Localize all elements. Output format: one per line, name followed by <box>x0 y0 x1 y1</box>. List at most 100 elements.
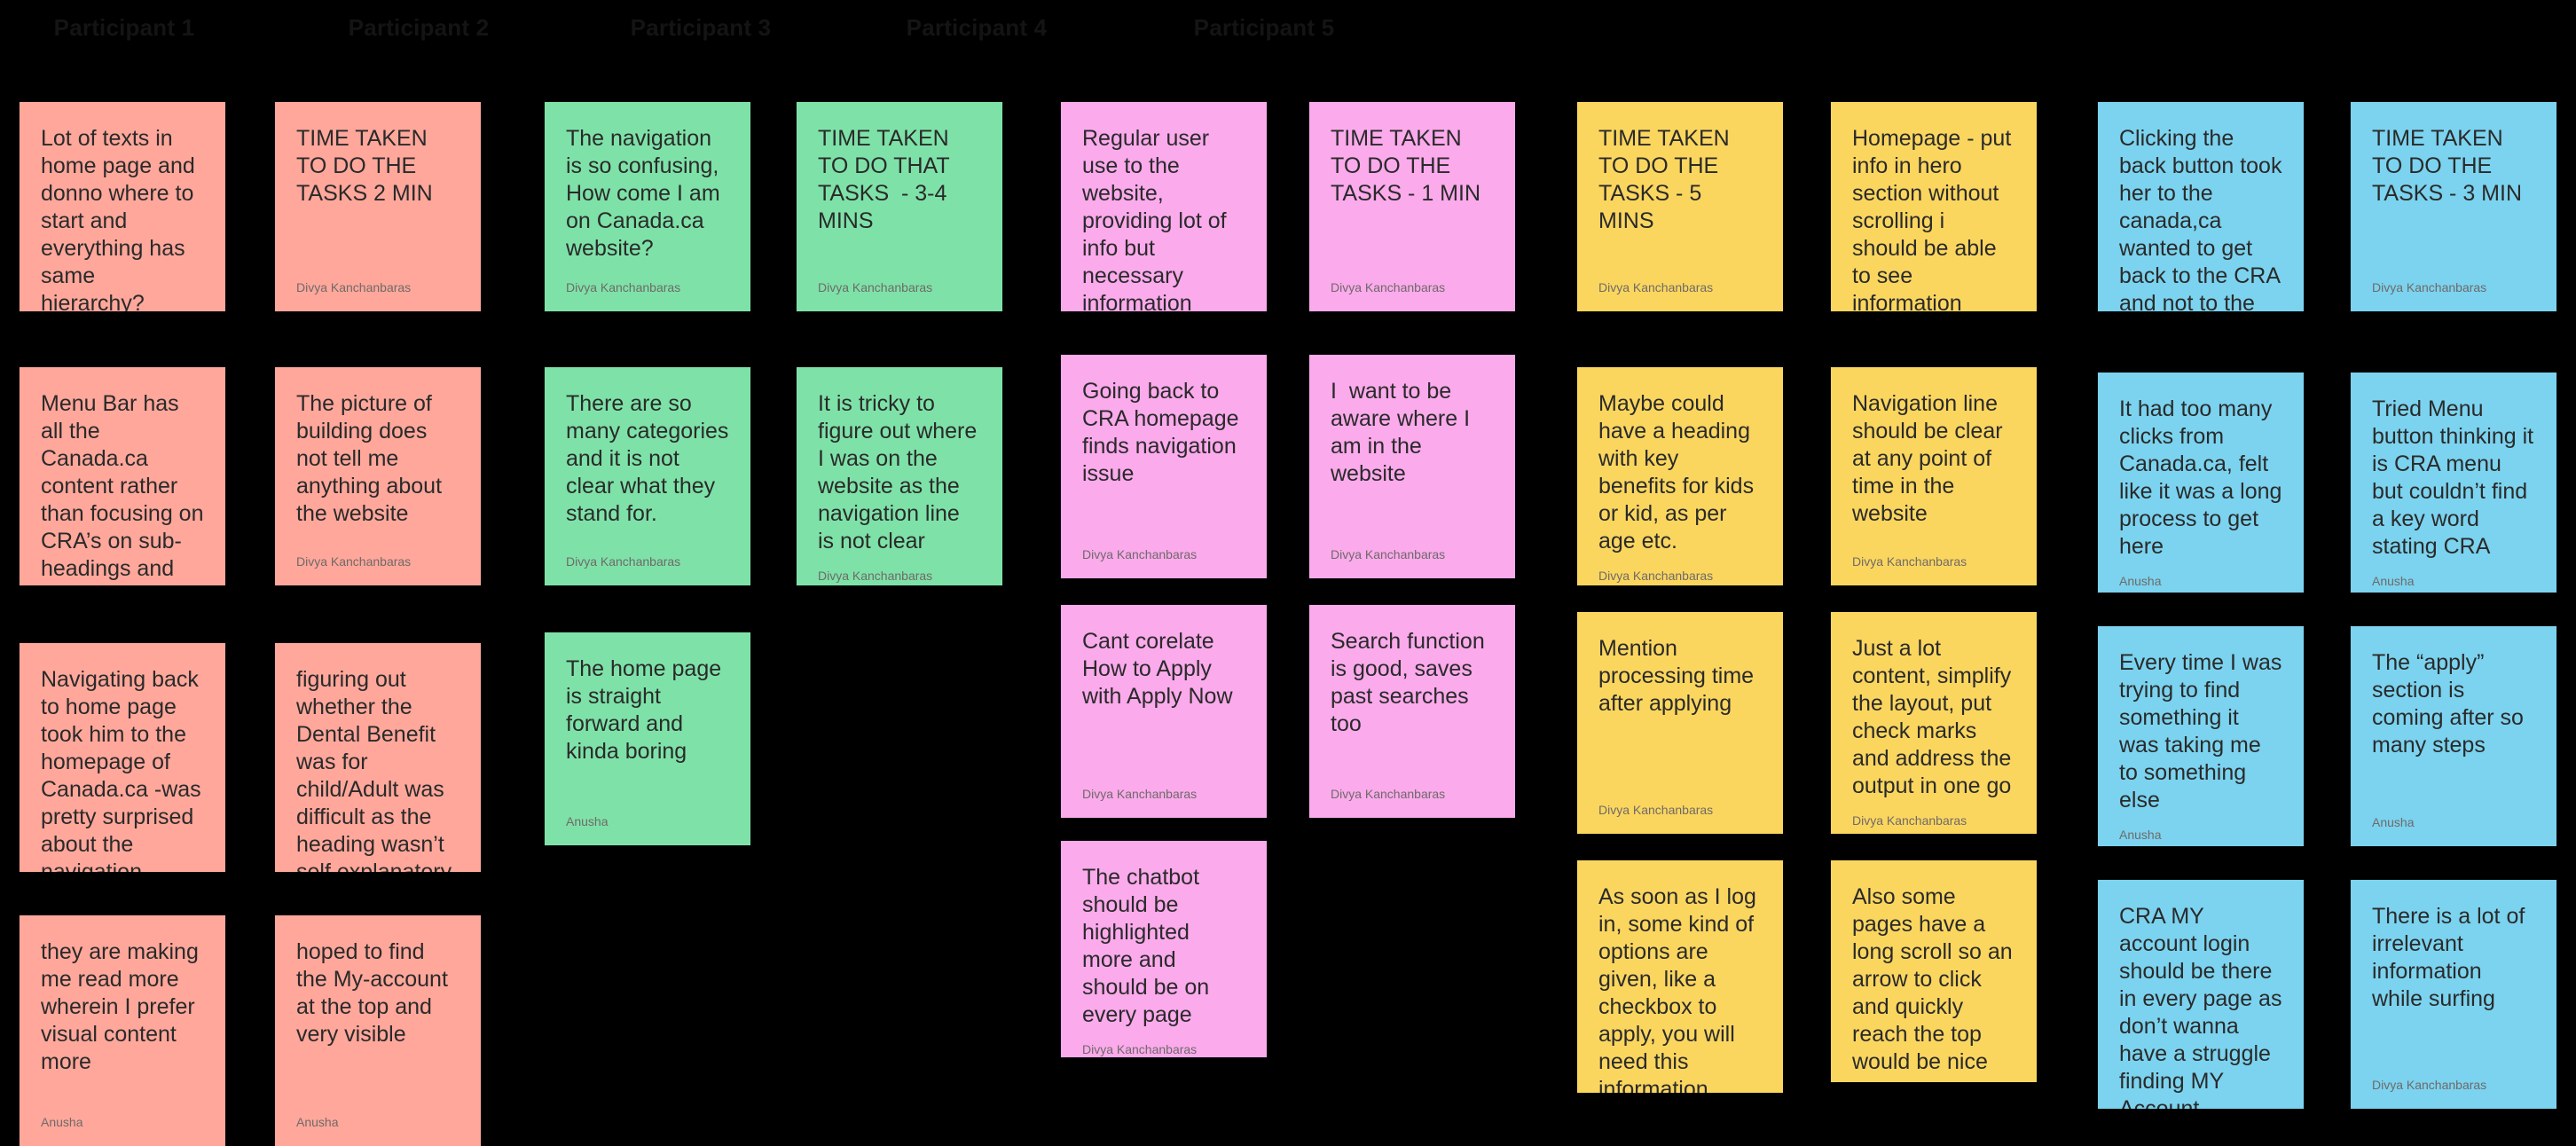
sticky-note[interactable]: TIME TAKEN TO DO THE TASKS - 1 MIN Divya … <box>1309 102 1515 311</box>
sticky-note-text: Also some pages have a long scroll so an… <box>1852 884 2019 1074</box>
sticky-note[interactable]: Menu Bar has all the Canada.ca content r… <box>20 367 225 585</box>
sticky-note-author: Divya Kanchanbaras <box>566 554 681 569</box>
column-header-4: Participant 4 <box>906 14 1048 41</box>
sticky-note-author: Anusha <box>2372 574 2415 588</box>
sticky-note[interactable]: As soon as I log in, some kind of option… <box>1577 860 1783 1093</box>
sticky-note-text: Menu Bar has all the Canada.ca content r… <box>41 391 204 585</box>
sticky-note[interactable]: Just a lot content, simplify the layout,… <box>1831 612 2037 834</box>
sticky-note-author: Anusha <box>296 1115 339 1129</box>
sticky-note-author: Divya Kanchanbaras <box>1852 813 1967 828</box>
sticky-note[interactable]: they are making me read more wherein I p… <box>20 915 225 1146</box>
sticky-note-text: Mention processing time after applying <box>1598 636 1761 716</box>
sticky-note-author: Divya Kanchanbaras <box>1852 1076 2015 1082</box>
sticky-note-author: Divya Kanchanbaras <box>296 554 412 569</box>
sticky-note-author: Anusha <box>2119 574 2162 588</box>
sticky-note-author: Anusha <box>2119 828 2162 842</box>
sticky-note[interactable]: There is a lot of irrelevant information… <box>2351 880 2556 1109</box>
sticky-note-text: There is a lot of irrelevant information… <box>2372 904 2532 1011</box>
sticky-note[interactable]: Homepage - put info in hero section with… <box>1831 102 2037 311</box>
column-header-2: Participant 2 <box>348 14 490 41</box>
sticky-note-author: Divya Kanchanbaras <box>1082 1042 1198 1056</box>
sticky-note-text: It had too many clicks from Canada.ca, f… <box>2119 396 2289 559</box>
sticky-note[interactable]: Navigation line should be clear at any p… <box>1831 367 2037 585</box>
sticky-note-text: figuring out whether the Dental Benefit … <box>296 667 452 872</box>
sticky-note-author: Anusha <box>566 814 609 828</box>
sticky-note-author: Divya Kanchanbaras <box>1598 803 1714 817</box>
sticky-note[interactable]: The home page is straight forward and ki… <box>545 632 750 845</box>
sticky-note-text: TIME TAKEN TO DO THE TASKS 2 MIN <box>296 126 434 206</box>
sticky-note[interactable]: CRA MY account login should be there in … <box>2098 880 2304 1109</box>
column-header-1: Participant 1 <box>53 14 195 41</box>
sticky-note[interactable]: I want to be aware where I am in the web… <box>1309 355 1515 578</box>
sticky-note-text: The navigation is so confusing, How come… <box>566 126 726 261</box>
sticky-note[interactable]: TIME TAKEN TO DO THE TASKS - 5 MINS Divya… <box>1577 102 1783 311</box>
sticky-note[interactable]: The navigation is so confusing, How come… <box>545 102 750 311</box>
sticky-note-text: Going back to CRA homepage finds navigat… <box>1082 379 1245 486</box>
sticky-note-text: The “apply” section is coming after so m… <box>2372 650 2530 757</box>
sticky-note-text: Navigation line should be clear at any p… <box>1852 391 2009 526</box>
sticky-note[interactable]: The “apply” section is coming after so m… <box>2351 626 2556 846</box>
sticky-note[interactable]: The picture of building does not tell me… <box>275 367 481 585</box>
sticky-note-text: TIME TAKEN TO DO THE TASKS - 1 MIN <box>1331 126 1481 206</box>
sticky-note[interactable]: Maybe could have a heading with key bene… <box>1577 367 1783 585</box>
sticky-note[interactable]: Navigating back to home page took him to… <box>20 643 225 872</box>
sticky-note-text: Search function is good, saves past sear… <box>1331 629 1491 736</box>
sticky-note-author: Divya Kanchanbaras <box>1598 280 1714 294</box>
sticky-note[interactable]: hoped to find the My-account at the top … <box>275 915 481 1146</box>
sticky-note[interactable]: TIME TAKEN TO DO THE TASKS 2 MIN Divya Ka… <box>275 102 481 311</box>
sticky-note-text: Cant corelate How to Apply with Apply No… <box>1082 629 1233 709</box>
sticky-note[interactable]: TIME TAKEN TO DO THE TASKS - 3 MIN Divya … <box>2351 102 2556 311</box>
sticky-note-author: Divya Kanchanbaras <box>1082 547 1198 561</box>
sticky-note[interactable]: Tried Menu button thinking it is CRA men… <box>2351 373 2556 593</box>
sticky-note-text: Tried Menu button thinking it is CRA men… <box>2372 396 2541 559</box>
column-header-3: Participant 3 <box>630 14 772 41</box>
sticky-note-text: The picture of building does not tell me… <box>296 391 448 526</box>
sticky-note[interactable]: The chatbot should be highlighted more a… <box>1061 841 1267 1057</box>
sticky-note-author: Divya Kanchanbaras <box>2372 280 2487 294</box>
sticky-note-text: It is tricky to figure out where I was o… <box>818 391 984 553</box>
sticky-note-author: Divya Kanchanbaras <box>1598 569 1714 583</box>
sticky-note-text: The home page is straight forward and ki… <box>566 656 728 764</box>
sticky-note[interactable]: Lot of texts in home page and donno wher… <box>20 102 225 311</box>
sticky-note-text: TIME TAKEN TO DO THAT TASKS - 3-4 MINS <box>818 126 955 233</box>
sticky-note-text: Navigating back to home page took him to… <box>41 667 208 872</box>
sticky-note-author: Divya Kanchanbaras <box>2372 1078 2487 1092</box>
sticky-note-text: As soon as I log in, some kind of option… <box>1598 884 1763 1093</box>
sticky-note-text: There are so many categories and it is n… <box>566 391 735 526</box>
sticky-note[interactable]: It is tricky to figure out where I was o… <box>797 367 1002 585</box>
sticky-note[interactable]: Going back to CRA homepage finds navigat… <box>1061 355 1267 578</box>
sticky-note-author: Divya Kanchanbaras <box>1331 547 1446 561</box>
sticky-note-author: Divya Kanchanbaras <box>818 569 933 583</box>
sticky-note-author: Divya Kanchanbaras <box>1331 280 1446 294</box>
sticky-note[interactable]: figuring out whether the Dental Benefit … <box>275 643 481 872</box>
sticky-note-text: Regular user use to the website, providi… <box>1082 126 1233 311</box>
sticky-note-text: TIME TAKEN TO DO THE TASKS - 3 MIN <box>2372 126 2523 206</box>
sticky-note-text: they are making me read more wherein I p… <box>41 939 205 1074</box>
sticky-note[interactable]: There are so many categories and it is n… <box>545 367 750 585</box>
sticky-note-text: TIME TAKEN TO DO THE TASKS - 5 MINS <box>1598 126 1736 233</box>
sticky-note-author: Divya Kanchanbaras <box>296 280 412 294</box>
sticky-note[interactable]: TIME TAKEN TO DO THAT TASKS - 3-4 MINS Di… <box>797 102 1002 311</box>
sticky-note[interactable]: Also some pages have a long scroll so an… <box>1831 860 2037 1082</box>
sticky-note-text: Maybe could have a heading with key bene… <box>1598 391 1761 553</box>
sticky-note-text: Clicking the back button took her to the… <box>2119 126 2282 311</box>
sticky-note-author: Divya Kanchanbaras <box>1082 787 1198 801</box>
sticky-note[interactable]: Regular user use to the website, providi… <box>1061 102 1267 311</box>
sticky-note[interactable]: Search function is good, saves past sear… <box>1309 605 1515 818</box>
sticky-note[interactable]: Cant corelate How to Apply with Apply No… <box>1061 605 1267 818</box>
sticky-note-text: CRA MY account login should be there in … <box>2119 904 2289 1109</box>
sticky-note-author: Anusha <box>41 1115 83 1129</box>
sticky-note-text: Just a lot content, simplify the layout,… <box>1852 636 2018 798</box>
sticky-note[interactable]: Every time I was trying to find somethin… <box>2098 626 2304 846</box>
sticky-note-text: Lot of texts in home page and donno wher… <box>41 126 201 311</box>
sticky-note-author: Divya Kanchanbaras <box>818 280 933 294</box>
sticky-note-text: Homepage - put info in hero section with… <box>1852 126 2018 311</box>
sticky-note-text: The chatbot should be highlighted more a… <box>1082 865 1216 1027</box>
sticky-note[interactable]: It had too many clicks from Canada.ca, f… <box>2098 373 2304 593</box>
sticky-note-author: Divya Kanchanbaras <box>1852 554 1967 569</box>
sticky-note-author: Divya Kanchanbaras <box>1331 787 1446 801</box>
column-header-5: Participant 5 <box>1193 14 1335 41</box>
sticky-note[interactable]: Clicking the back button took her to the… <box>2098 102 2304 311</box>
